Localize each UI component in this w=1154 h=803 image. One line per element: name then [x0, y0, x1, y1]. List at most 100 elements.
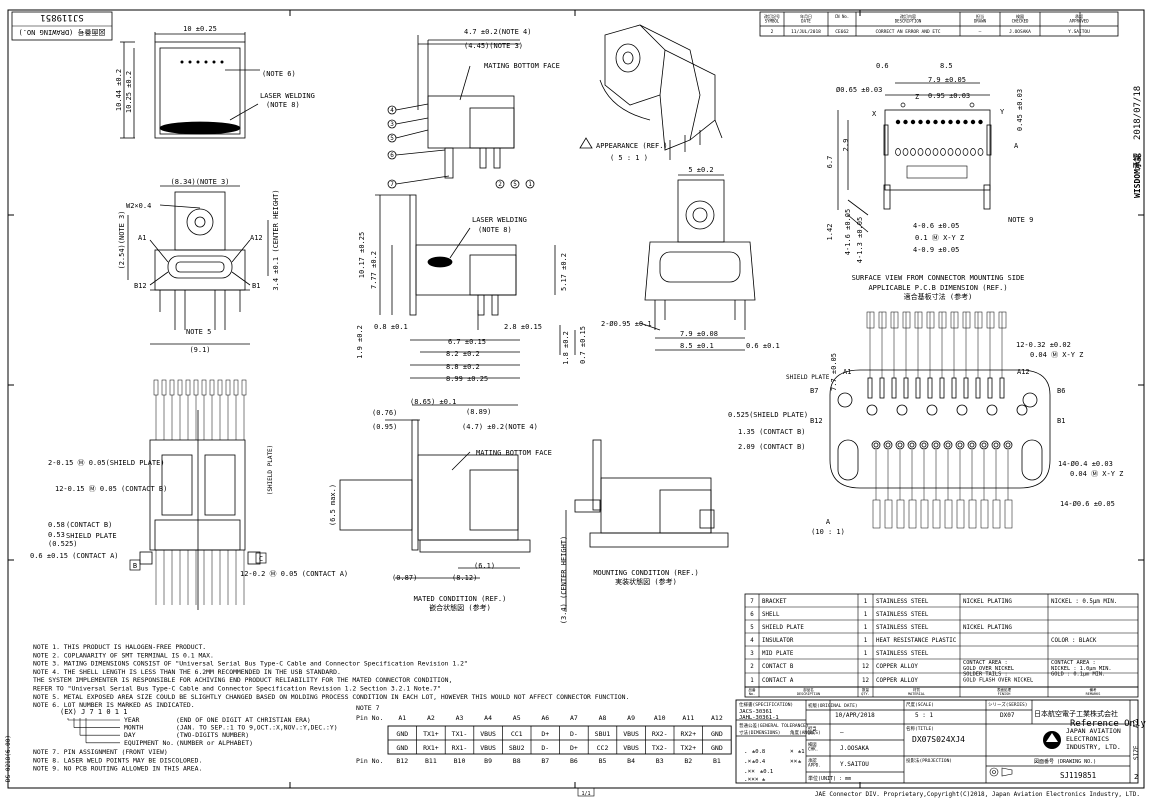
contact-b-pad — [1016, 404, 1028, 416]
revision-cell: 11/JUL/2018 — [791, 29, 821, 35]
pin-bottom-B12: B12 — [396, 757, 408, 765]
sec-h3: 5.17 ±0.2 — [560, 253, 568, 291]
balloon-1: 1 — [528, 181, 532, 188]
footer-left: DS-0218(6.00) — [5, 735, 12, 782]
projection-symbol — [989, 767, 999, 777]
fv-b1: B1 — [252, 282, 260, 290]
pin-top-A11: A11 — [682, 714, 694, 722]
mt-caption1: MATED CONDITION (REF.) — [414, 595, 507, 603]
pcb-pad — [925, 119, 931, 125]
signal-bottom: SBU2 — [509, 744, 525, 752]
pin-top-A8: A8 — [599, 714, 607, 722]
tb-tol-label: 普通公差(GENERAL TOLERANCE) — [739, 722, 808, 729]
detail-a — [829, 369, 1051, 489]
balloon-6: 6 — [390, 152, 394, 159]
signal-bottom: CC2 — [597, 744, 609, 752]
tl-h1: 10.44 ±0.2 — [115, 69, 123, 111]
contact-b-pad — [956, 404, 968, 416]
front-view — [127, 185, 269, 345]
pcb-d2: 8.5 — [940, 62, 953, 70]
da-b1: B1 — [1057, 417, 1065, 425]
pcb-caption2: APPLICABLE P.C.B DIMENSION (REF.) — [868, 284, 1007, 292]
pcb-pad-hole — [917, 148, 924, 156]
pcb-pad-hole — [910, 148, 916, 156]
contact-a-pad — [987, 377, 993, 399]
sec-h1: 10.17 ±0.25 — [358, 232, 366, 278]
signal-top: TX1- — [452, 730, 468, 738]
bom-cell: CONTACT AREA :NICKEL : 1.0μm MIN.GOLD : … — [1051, 660, 1112, 678]
bom-cell: 12 — [862, 678, 869, 684]
mt-d2: (0.95) — [372, 423, 397, 431]
note-bottom-line: NOTE 7. PIN ASSIGNMENT (FRONT VIEW) — [33, 748, 168, 756]
lb-d3: 0.58 — [48, 521, 65, 529]
tb-series-label: シリーズ(SERIES) — [988, 701, 1027, 708]
pcb-pad — [970, 119, 976, 125]
pcb-pad-hole — [925, 148, 931, 156]
tb-sheet: 2 — [1134, 773, 1138, 781]
mt-d6: (6.5 max.) — [329, 484, 337, 526]
tb-tol: ± — [762, 777, 766, 783]
sv-dim2: (4.45)(NOTE 3) — [464, 42, 523, 50]
signal-top: TX1+ — [423, 730, 439, 738]
balloon-5: 5 — [390, 135, 394, 142]
contact-a-pad — [939, 377, 945, 399]
sec-note8: (NOTE 8) — [478, 226, 512, 234]
revision-cell: J.OOSAKA — [1009, 29, 1031, 35]
revision-header: CN No. — [835, 14, 849, 19]
drawing-number-top: SJ119851 — [40, 12, 83, 22]
bom-cell: STAINLESS STEEL — [876, 651, 929, 657]
rf-holes: 2-Ø0.95 ±0.1 — [601, 320, 652, 328]
pcb-caption3: 適合基板寸法 (参考) — [904, 292, 973, 301]
bom-cell: COLOR : BLACK — [1051, 638, 1097, 644]
tb-tol-dim: 寸法(DIMENSIONS) — [739, 729, 781, 736]
bom-cell: STAINLESS STEEL — [876, 612, 929, 618]
fv-center: 3.4 ±0.1 (CENTER HEIGHT) — [272, 189, 280, 290]
da-d2: 1.35 (CONTACT B) — [738, 428, 805, 436]
sec-w5: 8.99 ±0.25 — [446, 375, 488, 383]
lb-shield: (SHIELD PLATE) — [267, 445, 274, 496]
lot-desc: (NUMBER or ALPHABET) — [176, 739, 253, 747]
revision-cell: CE662 — [835, 29, 849, 35]
pin-bottom-B4: B4 — [627, 757, 635, 765]
tl-h2: 10.25 ±0.2 — [125, 71, 133, 113]
note-line: NOTE 4. THE SHELL LENGTH IS LESS THAN TH… — [33, 668, 341, 676]
signal-bottom: TX2+ — [680, 744, 696, 752]
contact-a-pad — [927, 377, 933, 399]
bom-cell: STAINLESS STEEL — [876, 599, 929, 605]
pcb-pad-hole — [970, 148, 976, 156]
tb-checked: J.OOSAKA — [840, 745, 869, 752]
sv-dim1: 4.7 ±0.2(NOTE 4) — [464, 28, 531, 36]
signal-bottom: TX2- — [652, 744, 668, 752]
tl-note6: (NOTE 6) — [262, 70, 296, 78]
contact-b-pad — [926, 404, 938, 416]
sec-w2: 6.7 ±0.15 — [448, 338, 486, 346]
balloon-5b: 5 — [513, 181, 517, 188]
sec-h4: 1.9 ±0.2 — [356, 325, 364, 359]
pcb-d12: 4-1.6 ±0.05 — [844, 209, 852, 255]
bom-cell: 1 — [864, 638, 868, 644]
contact-b-hole — [931, 440, 941, 450]
pcb-d6: 0.45 ±0.03 — [1016, 89, 1024, 131]
appearance-scale: ( 5 : 1 ) — [610, 154, 648, 162]
tl-laser: LASER WELDING — [260, 92, 315, 100]
signal-bottom: D+ — [570, 744, 578, 752]
da-d4: 12-0.32 ±0.02 — [1016, 341, 1071, 349]
bom-cell: 1 — [864, 612, 868, 618]
rf-w2: 8.5 ±0.1 — [680, 342, 714, 350]
contact-b-hole — [967, 440, 977, 450]
mated-view — [339, 404, 531, 579]
pcb-pad-hole — [947, 148, 954, 156]
bom-cell: 4 — [750, 638, 754, 644]
signal-bottom: GND — [396, 744, 408, 752]
signal-top: RX2+ — [680, 730, 696, 738]
signal-bottom: RX1+ — [423, 744, 439, 752]
bom-cell: 7 — [750, 599, 754, 605]
bom-cell: 1 — [864, 599, 868, 605]
signal-top: CC1 — [511, 730, 523, 738]
pin-bottom-B2: B2 — [684, 757, 692, 765]
contact-b-hole — [1003, 440, 1013, 450]
note-line: NOTE 3. MATING DIMENSIONS CONSIST OF "Un… — [33, 660, 468, 668]
